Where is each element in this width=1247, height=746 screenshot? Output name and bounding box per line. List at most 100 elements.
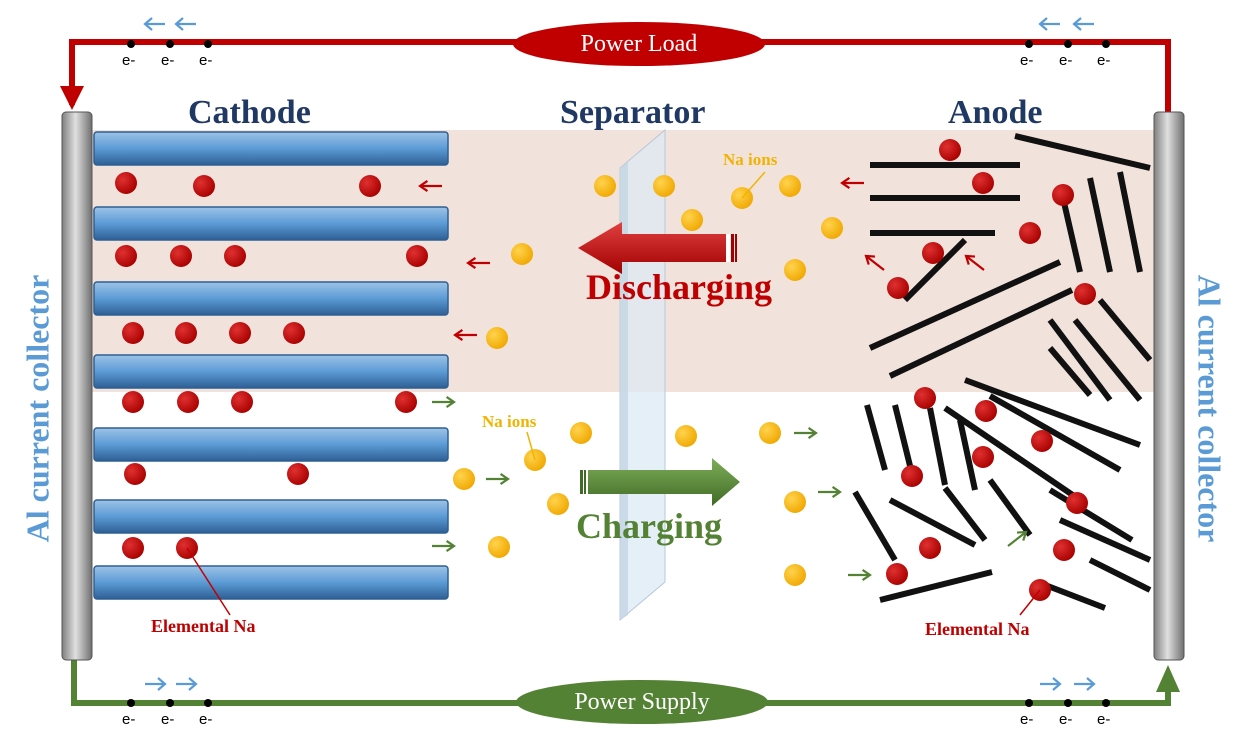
electron-dot: [166, 699, 174, 707]
graphite-layer: [852, 490, 898, 562]
cathode-plate: [93, 131, 449, 166]
power-load-label: Power Load: [580, 30, 698, 57]
graphite-layer: [927, 407, 948, 486]
power-supply-label: Power Supply: [574, 688, 710, 715]
graphite-layer: [943, 405, 1082, 503]
na-ion: [486, 327, 508, 349]
arrow-head: [466, 257, 477, 269]
separator-title: Separator: [560, 94, 706, 131]
arrow-head: [964, 254, 976, 265]
electron-dot: [1025, 40, 1033, 48]
electron-label: e-: [1059, 52, 1073, 69]
right-current-collector: [1153, 111, 1185, 661]
electron-flow-arrow: [1074, 677, 1096, 691]
elemental-na-atom: [919, 537, 941, 559]
anode-graphite: [852, 133, 1153, 611]
electron-label: e-: [161, 711, 175, 728]
electron-label: e-: [199, 711, 213, 728]
graphite-layer: [987, 478, 1033, 537]
cathode-plate: [93, 354, 449, 389]
graphite-layer: [1087, 177, 1113, 273]
electron-label: e-: [1059, 711, 1073, 728]
na-ion: [759, 422, 781, 444]
na-ion: [821, 217, 843, 239]
elemental-na-leader-left: [186, 547, 231, 616]
elemental-na-atom: [914, 387, 936, 409]
arrow-head: [174, 17, 184, 31]
na-ions-label-bottom: Na ions: [482, 412, 537, 431]
ion-direction-arrow: [432, 540, 456, 552]
graphite-layer: [1014, 133, 1151, 171]
elemental-na-atom: [922, 242, 944, 264]
elemental-na-atom: [1019, 222, 1041, 244]
electron-markers: [127, 17, 1110, 707]
ion-direction-arrow: [432, 396, 456, 408]
na-ion: [779, 175, 801, 197]
arrow-head: [1052, 677, 1062, 691]
graphite-layer: [1072, 318, 1143, 402]
na-ion: [681, 209, 703, 231]
electron-dot: [166, 40, 174, 48]
left-current-collector: [61, 111, 93, 661]
elemental-na-atom: [229, 322, 251, 344]
graphite-layer: [1097, 298, 1153, 362]
elemental-na-atom: [224, 245, 246, 267]
na-ions-label-top: Na ions: [723, 150, 778, 169]
ion-direction-arrow: [418, 180, 442, 192]
anode-title: Anode: [948, 94, 1043, 131]
arrow-head: [1038, 17, 1048, 31]
discharging-arrow: [578, 222, 737, 274]
ion-direction-arrow: [486, 473, 510, 485]
right-collector-label: Al current collector: [1191, 274, 1228, 543]
electron-flow-arrow: [145, 677, 167, 691]
graphite-layer: [888, 287, 1074, 379]
elemental-na-atom: [395, 391, 417, 413]
cathode-plate: [93, 565, 449, 600]
elemental-na-atom: [1031, 430, 1053, 452]
graphite-layer: [1058, 517, 1152, 563]
electron-flow-arrow: [1072, 17, 1094, 31]
ion-direction-arrow: [818, 486, 842, 498]
graphite-layer: [942, 486, 988, 542]
na-ion: [675, 425, 697, 447]
ion-direction-arrow: [840, 177, 864, 189]
elemental-na-atom: [972, 446, 994, 468]
arrow-head: [864, 254, 876, 265]
electron-dot: [127, 699, 135, 707]
elemental-na-atom: [115, 245, 137, 267]
elemental-na-atom: [122, 537, 144, 559]
arrow-shaft: [1007, 531, 1027, 547]
elemental-na-atom: [887, 277, 909, 299]
graphite-layer: [988, 393, 1122, 473]
arrow-head: [418, 180, 429, 192]
arrow-shaft: [865, 255, 885, 271]
elemental-na-atom: [193, 175, 215, 197]
na-ion: [594, 175, 616, 197]
power-supply-wire-arrowhead: [1156, 665, 1180, 692]
graphite-layer: [864, 404, 888, 471]
arrow-head: [453, 329, 464, 341]
na-ion: [453, 468, 475, 490]
electron-dot: [1025, 699, 1033, 707]
graphite-layer: [1088, 557, 1152, 593]
elemental-na-atom: [175, 322, 197, 344]
na-ion: [547, 493, 569, 515]
arrow-head: [445, 396, 456, 408]
ion-direction-arrow: [466, 257, 490, 269]
elemental-na-atom: [287, 463, 309, 485]
arrow-head: [157, 677, 167, 691]
electron-flow-arrow: [1040, 677, 1062, 691]
electron-dot: [1064, 40, 1072, 48]
ion-direction-arrow: [964, 254, 985, 271]
na-ion: [488, 536, 510, 558]
electron-label: e-: [1020, 52, 1034, 69]
graphite-layer: [1047, 346, 1093, 397]
graphite-layer: [963, 377, 1142, 448]
elemental-na-atom: [972, 172, 994, 194]
na-ion: [784, 491, 806, 513]
elemental-na-atom: [1074, 283, 1096, 305]
na-ion: [653, 175, 675, 197]
cathode-plate: [93, 427, 449, 462]
